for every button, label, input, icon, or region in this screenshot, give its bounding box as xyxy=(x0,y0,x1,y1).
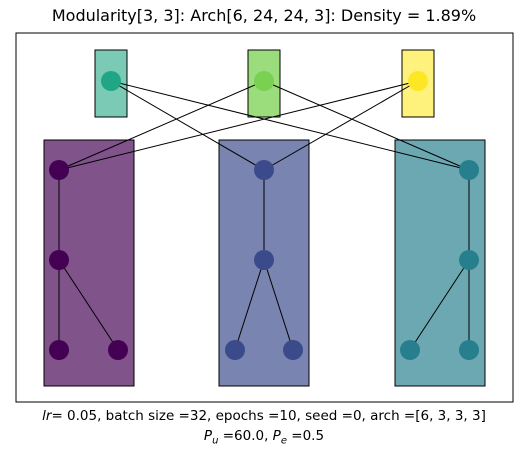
node-b1 xyxy=(254,160,274,180)
node-o2 xyxy=(254,71,274,91)
footer-line-1: lr= 0.05, batch size =32, epochs =10, se… xyxy=(0,408,528,424)
node-a1 xyxy=(49,160,69,180)
plot-frame xyxy=(15,32,514,403)
node-a2 xyxy=(49,250,69,270)
node-c2 xyxy=(459,250,479,270)
node-b3 xyxy=(225,340,245,360)
pu-value: =60.0, xyxy=(218,428,273,444)
edge-o2-c1 xyxy=(263,80,470,171)
node-a4 xyxy=(108,340,128,360)
pe-subscript: e xyxy=(280,435,287,447)
edges xyxy=(58,80,470,351)
node-b2 xyxy=(254,250,274,270)
pe-symbol: P xyxy=(272,428,281,444)
node-c1 xyxy=(459,160,479,180)
edge-o2-a1 xyxy=(58,80,265,171)
node-o3 xyxy=(408,71,428,91)
node-c3 xyxy=(400,340,420,360)
node-b4 xyxy=(283,340,303,360)
node-c4 xyxy=(459,340,479,360)
node-o1 xyxy=(101,71,121,91)
edge-c2-c3 xyxy=(409,259,470,351)
edge-o1-c1 xyxy=(110,80,470,171)
edge-b2-b4 xyxy=(263,259,294,351)
pu-subscript: u xyxy=(212,435,219,447)
node-a3 xyxy=(49,340,69,360)
edge-b2-b3 xyxy=(234,259,265,351)
pe-value: =0.5 xyxy=(286,428,325,444)
edge-o3-b1 xyxy=(263,80,419,171)
nodes xyxy=(49,71,479,360)
edge-o3-a1 xyxy=(58,80,419,171)
footer-line-2: Pu =60.0, Pe =0.5 xyxy=(0,428,528,447)
chart-title: Modularity[3, 3]: Arch[6, 24, 24, 3]: De… xyxy=(51,6,477,25)
edge-o1-b1 xyxy=(110,80,265,171)
lr-symbol: lr xyxy=(42,408,52,424)
edge-a2-a4 xyxy=(58,259,119,351)
pu-symbol: P xyxy=(203,428,213,444)
params-text: = 0.05, batch size =32, epochs =10, seed… xyxy=(51,408,486,424)
